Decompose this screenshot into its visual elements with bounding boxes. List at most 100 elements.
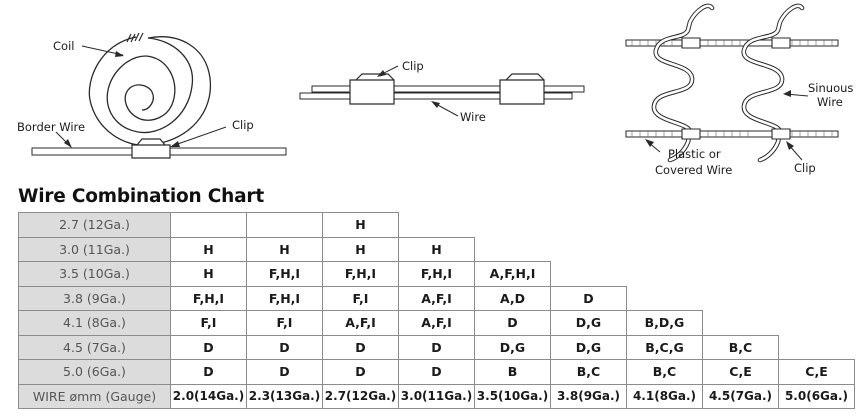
column-gauge-header: 2.3(13Ga.) — [246, 383, 323, 409]
table-cell: D,G — [550, 334, 627, 360]
table-cell: D — [246, 359, 323, 385]
empty-cell — [779, 262, 855, 287]
sinuous-clip-bottom-right — [771, 128, 791, 140]
row-gauge-label: 4.1 (8Ga.) — [18, 310, 171, 336]
table-cell: F,I — [170, 310, 247, 336]
empty-cell — [399, 213, 475, 238]
table-cell: F,H,I — [246, 285, 323, 311]
upper-wire — [311, 85, 585, 93]
empty-cell — [551, 262, 627, 287]
table-cell: B,C — [702, 334, 779, 360]
coil-label: Coil — [53, 39, 74, 53]
table-cell: F,H,I — [322, 261, 399, 287]
empty-cell — [475, 213, 551, 238]
empty-cell — [703, 237, 779, 262]
table-cell: B — [474, 359, 551, 385]
column-gauge-header: 4.5(7Ga.) — [702, 383, 779, 409]
column-gauge-header: 2.7(12Ga.) — [322, 383, 399, 409]
table-cell: A,F,I — [398, 310, 475, 336]
table-cell: H — [322, 236, 399, 262]
empty-cell — [703, 286, 779, 311]
table-cell: B,C,G — [626, 334, 703, 360]
row-gauge-label: 4.5 (7Ga.) — [18, 334, 171, 360]
table-cell: B,D,G — [626, 310, 703, 336]
table-cell: H — [170, 236, 247, 262]
footer-label: WIRE ømm (Gauge) — [18, 383, 171, 409]
coil-spring-inner — [124, 55, 176, 121]
sinuous-label-line1: Sinuous — [808, 81, 853, 95]
column-gauge-header: 3.8(9Ga.) — [550, 383, 627, 409]
coil-clip-label: Clip — [232, 118, 254, 132]
wire-clip-label: Clip — [402, 59, 424, 73]
plastic-label-line1: Plastic or — [668, 147, 721, 161]
table-cell: D — [246, 334, 323, 360]
table-cell: A,D — [474, 285, 551, 311]
sinuous-clip-top-right — [771, 37, 791, 49]
wire-label: Wire — [460, 110, 486, 124]
table-cell: H — [398, 236, 475, 262]
table-cell: F,H,I — [170, 285, 247, 311]
empty-cell — [475, 237, 551, 262]
coil-diagram — [31, 32, 287, 159]
empty-cell — [779, 213, 855, 238]
column-gauge-header: 3.5(10Ga.) — [474, 383, 551, 409]
empty-cell — [627, 213, 703, 238]
empty-cell — [779, 286, 855, 311]
empty-cell — [627, 262, 703, 287]
table-cell: A,F,I — [398, 285, 475, 311]
table-cell: D — [322, 359, 399, 385]
empty-cell — [551, 237, 627, 262]
column-gauge-header: 4.1(8Ga.) — [626, 383, 703, 409]
clip-arrow — [171, 126, 227, 147]
table-cell: D,G — [474, 334, 551, 360]
table-cell: B,C — [550, 359, 627, 385]
border-wire-label: Border Wire — [17, 120, 85, 134]
column-gauge-header: 5.0(6Ga.) — [778, 383, 855, 409]
table-cell: D — [398, 334, 475, 360]
sinuous-clip-top-left — [681, 37, 701, 49]
table-cell: C,E — [702, 359, 779, 385]
wire-diagrams: Coil Border Wire Clip Clip Wire Sinuous — [17, 3, 853, 177]
sinuous-diagram — [625, 3, 839, 163]
empty-cell — [779, 311, 855, 336]
table-cell: D — [322, 334, 399, 360]
empty-cell — [703, 213, 779, 238]
wire-clip-diagram — [299, 65, 585, 117]
sinuous-clip-arrow-head — [786, 141, 794, 150]
sinuous-clip-bottom-left — [681, 128, 701, 140]
table-cell: B,C — [626, 359, 703, 385]
coil-clip — [131, 138, 171, 159]
clip-right — [499, 73, 545, 105]
empty-cell — [551, 213, 627, 238]
table-cell: D — [474, 310, 551, 336]
row-gauge-label: 3.8 (9Ga.) — [18, 285, 171, 311]
row-gauge-label: 3.5 (10Ga.) — [18, 261, 171, 287]
row-gauge-label: 2.7 (12Ga.) — [18, 212, 171, 238]
table-cell — [170, 212, 247, 238]
empty-cell — [627, 286, 703, 311]
sinuous-label-line2: Wire — [817, 95, 843, 109]
table-cell: A,F,H,I — [474, 261, 551, 287]
coil-arrow-head — [115, 51, 124, 57]
row-gauge-label: 3.0 (11Ga.) — [18, 236, 171, 262]
table-row: 2.7 (12Ga.)H — [18, 212, 855, 238]
table-footer-row: WIRE ømm (Gauge)2.0(14Ga.)2.3(13Ga.)2.7(… — [18, 383, 855, 409]
table-cell: F,H,I — [398, 261, 475, 287]
table-cell: C,E — [778, 359, 855, 385]
table-cell: D — [550, 285, 627, 311]
table-cell: H — [246, 236, 323, 262]
clip-arrow-head — [377, 70, 386, 77]
table-cell: F,I — [246, 310, 323, 336]
border-wire-arrow-head — [64, 139, 72, 148]
table-cell — [246, 212, 323, 238]
column-gauge-header: 3.0(11Ga.) — [398, 383, 475, 409]
clip-arrow-head — [170, 141, 180, 147]
chart-title: Wire Combination Chart — [18, 186, 264, 207]
